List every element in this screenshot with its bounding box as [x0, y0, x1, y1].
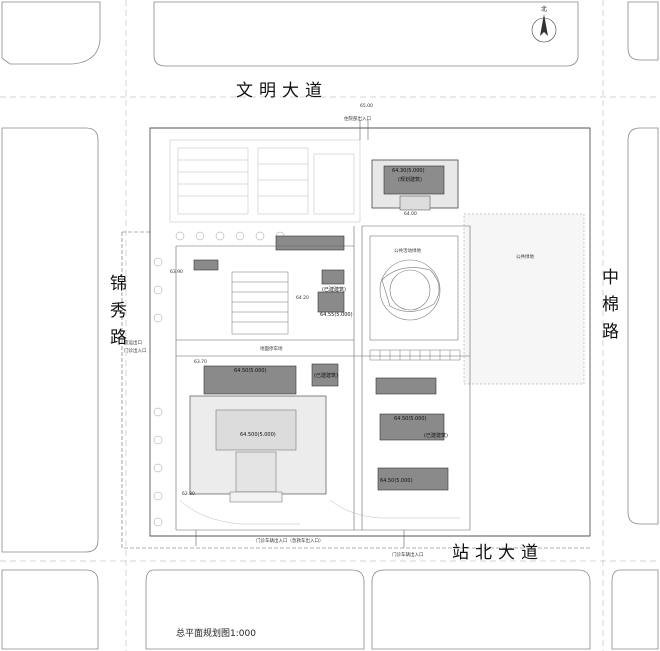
block-west	[1, 127, 99, 553]
block-southeast2	[611, 569, 659, 650]
block-northeast	[627, 1, 659, 61]
annotation-elev-3: 63.70	[194, 360, 207, 365]
road-label-east: 中棉路	[598, 268, 618, 349]
site-boundary	[149, 127, 591, 537]
building-label-small-a: (已建建筑)	[322, 287, 346, 293]
east-lawn	[463, 213, 585, 385]
building-label-center-left: 64.50(5.000)	[234, 368, 267, 374]
annotation-entrance-south-2: 门诊车辆出入口	[392, 553, 424, 558]
annotation-entrance-west-1: 货运出口	[124, 341, 142, 346]
building-label-east-mid: 64.50(5.000)	[394, 416, 427, 422]
north-existing-area	[169, 139, 361, 223]
inpatient-building	[371, 159, 459, 211]
block-south	[145, 569, 365, 650]
north-arrow-label: 北	[541, 6, 548, 13]
block-northwest	[1, 1, 101, 65]
building-label-center-big: 64.500(5.000)	[240, 432, 276, 438]
annotation-plaza: 公共活动绿地	[394, 249, 421, 254]
redline	[121, 231, 590, 549]
south-landscape	[179, 499, 460, 525]
annotation-entrance-west-2: 门诊出入口	[124, 349, 147, 354]
road-label-north: 文明大道	[236, 81, 328, 101]
building-label-main-north-sub: (规划建筑)	[398, 177, 422, 183]
annotation-elev-2: 64.20	[296, 296, 309, 301]
building-label-existing: 64.55(5.000)	[320, 312, 353, 318]
annotation-elev-1: 63.90	[170, 270, 183, 275]
road-label-south: 站北大道	[452, 543, 544, 563]
block-north	[153, 1, 579, 67]
building-label-small-b: (已建建筑)	[314, 373, 338, 379]
building-label-main-north: 64.30(5.000)	[392, 168, 425, 174]
central-plaza	[369, 235, 459, 341]
parking-rows	[231, 271, 461, 361]
annotation-entrance-south-1: 门诊车辆出入口（急救车出入口）	[256, 539, 324, 544]
annotation-elev-6: 62.80	[182, 492, 195, 497]
road-label-west: 锦秀路	[106, 274, 126, 355]
block-southwest	[1, 569, 99, 650]
block-southeast	[371, 569, 591, 650]
annotation-entrance-north: 住院部出入口	[344, 117, 371, 122]
building-label-small-c: (已建建筑)	[424, 433, 448, 439]
annotation-parking: 地面停车场	[260, 347, 283, 352]
annotation-elev-4: 65.00	[360, 104, 373, 109]
outpatient-complex	[189, 395, 327, 503]
drawing-caption: 总平面规划图1:000	[176, 629, 256, 639]
internal-roads	[175, 120, 471, 548]
block-east	[627, 127, 659, 525]
building-label-east-low: 64.50(5.000)	[380, 478, 413, 484]
north-arrow-icon	[531, 14, 557, 43]
dark-buildings	[193, 235, 449, 491]
annotation-elev-5: 64.00	[404, 212, 417, 217]
annotation-garden: 公共绿地	[516, 255, 534, 260]
